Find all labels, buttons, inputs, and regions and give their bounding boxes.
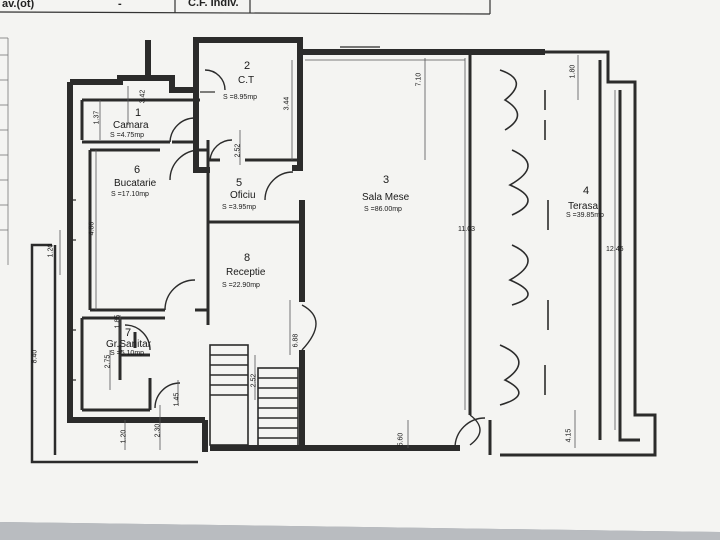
title-block (0, 0, 491, 15)
room-2-area: S =8.95mp (223, 94, 258, 101)
dim-2-52: 2.52 (234, 143, 242, 158)
room-1-name: Camara (113, 120, 149, 131)
room-5-area: S =3.95mp (222, 204, 257, 211)
dim-1-45: 1.45 (173, 392, 181, 407)
room-2-number: 2 (244, 60, 251, 72)
dim-11-03: 11.03 (458, 226, 475, 233)
room-7-name: Gr.Sanitar (106, 339, 152, 350)
dim-1-37: 1.37 (93, 110, 101, 125)
room-3-number: 3 (383, 174, 390, 186)
door-swings (124, 69, 486, 449)
dim-1-80: 1.80 (569, 64, 577, 79)
dim-3-44: 3.44 (283, 96, 291, 111)
room-4-number: 4 (583, 185, 590, 197)
dim-1-20-ramp: 1.20 (47, 243, 55, 258)
room-6-number: 6 (134, 164, 141, 176)
room-3-name: Sala Mese (362, 192, 410, 203)
header-middle-text: - (118, 0, 122, 10)
room-4-area: S =39.85mp (566, 212, 604, 219)
dim-6-88: 6.88 (292, 333, 300, 348)
room-6-name: Bucatarie (114, 178, 157, 189)
dim-2-30: 2.30 (154, 423, 162, 438)
room-2-name: C.T (238, 75, 255, 86)
header-right-text: C.F. Indiv. (188, 0, 239, 9)
windows (72, 46, 380, 381)
room-8-name: Receptie (226, 267, 266, 278)
table-surface (0, 522, 720, 540)
dim-1-85: 1.85 (114, 314, 122, 329)
room-1-area: S =4.75mp (110, 132, 145, 139)
dim-4-86: 4.86 (88, 221, 96, 236)
dimension-lines (59, 55, 616, 450)
terrace-walls (468, 50, 657, 457)
dim-2-75: 2.75 (104, 354, 112, 369)
dim-4-15: 4.15 (565, 428, 573, 443)
header-left-text: av.(ot) (2, 0, 35, 10)
room-7-number: 7 (125, 327, 132, 339)
dim-7-10: 7.10 (415, 72, 423, 87)
room-8-area: S =22.90mp (222, 282, 260, 289)
dim-8-40: 8.40 (31, 349, 39, 364)
room-3-area: S =86.00mp (364, 206, 402, 213)
dim-1-20-bottom: 1.20 (120, 429, 128, 444)
dim-3-42: 3.42 (139, 89, 147, 104)
dim-2-52-stairs: 2.52 (250, 373, 258, 388)
room-5-name: Oficiu (230, 190, 256, 201)
staircase (209, 344, 299, 449)
ramp (30, 243, 198, 464)
dim-12-45: 12.45 (606, 246, 624, 253)
left-side-table (0, 37, 9, 265)
room-6-area: S =17.10mp (111, 191, 149, 198)
room-8-number: 8 (244, 252, 251, 264)
exterior-walls (67, 37, 545, 452)
folding-doors (499, 69, 549, 406)
interior-walls (80, 98, 300, 412)
room-4-name: Terasa (568, 201, 599, 212)
dim-5-60: 5.60 (397, 432, 405, 447)
room-5-number: 5 (236, 177, 243, 189)
room-7-area: S =5.10mp (110, 350, 145, 357)
room-1-number: 1 (135, 107, 142, 119)
